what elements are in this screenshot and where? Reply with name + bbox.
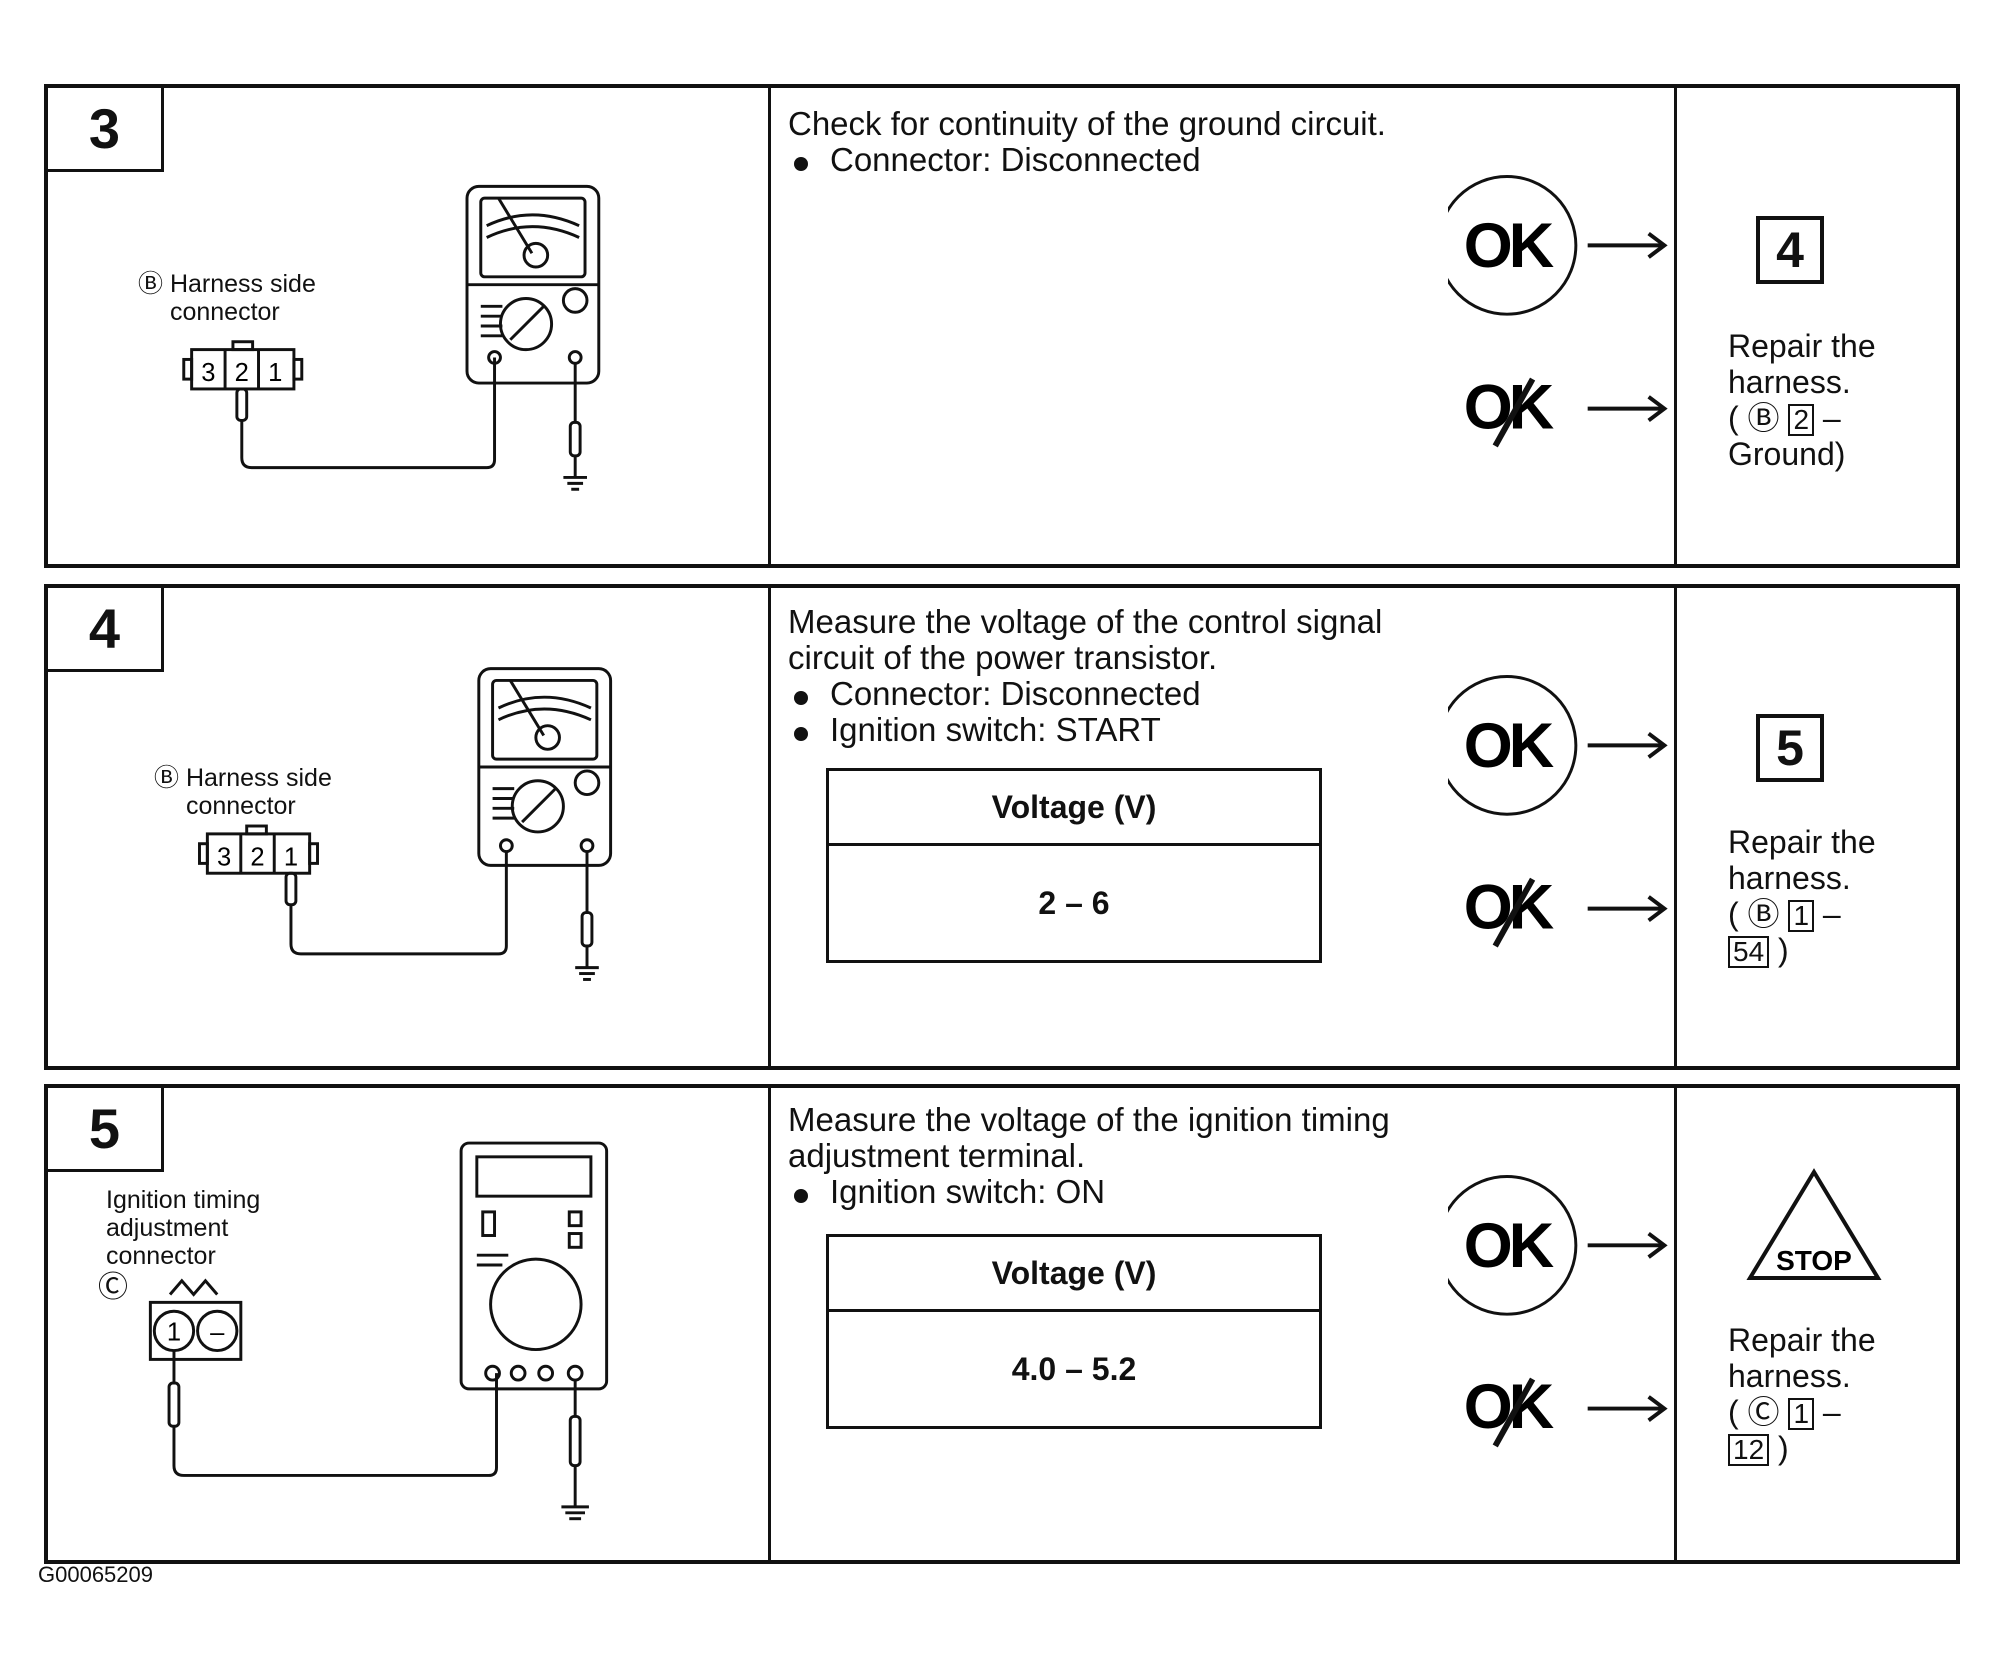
probe <box>284 851 508 956</box>
harness-connector-label: Ⓑ Harness side connector <box>138 270 340 326</box>
probe <box>235 357 497 470</box>
stop-sign-icon: STOP <box>1746 1168 1882 1280</box>
connector-letter: Ⓑ <box>154 764 180 792</box>
bullet-item: Connector: Disconnected <box>788 676 1468 712</box>
next-step-box: 5 <box>1756 714 1824 782</box>
bullet-icon <box>794 1189 808 1203</box>
pin-1: 1 <box>268 359 282 387</box>
ng-cross-icon <box>1492 377 1536 448</box>
column-divider <box>768 88 771 564</box>
pin-ref-box: 2 <box>1788 404 1815 436</box>
ok-label: OK <box>1464 1211 1554 1281</box>
bullet-item: Ignition switch: ON <box>788 1174 1468 1210</box>
column-divider <box>1674 588 1677 1066</box>
three-pin-connector <box>182 340 304 391</box>
instruction-block: Measure the voltage of the ignition timi… <box>788 1102 1468 1210</box>
instruction-text: Measure the voltage of the ignition timi… <box>788 1101 1390 1174</box>
two-pin-connector <box>148 1278 243 1361</box>
ok-badge-icon <box>1448 675 1578 816</box>
result-icons: OK OK <box>1448 675 1668 948</box>
voltage-table: Voltage (V) 2 – 6 <box>826 768 1322 963</box>
instruction-text: Measure the voltage of the control signa… <box>788 603 1383 676</box>
multimeter-diagram: 3 2 1 <box>198 667 613 981</box>
repair-instruction: Repair the harness. ( Ⓒ 1 – 12 ) <box>1728 1322 1876 1466</box>
column-divider <box>1674 1088 1677 1560</box>
pin-2: 2 <box>235 359 249 387</box>
three-pin-connector <box>198 824 319 875</box>
ok-label: OK <box>1464 711 1554 781</box>
pin-ref-box: 1 <box>1788 1398 1815 1430</box>
instruction-text: Check for continuity of the ground circu… <box>788 105 1386 142</box>
pin-3: 3 <box>201 359 215 387</box>
step-number: 3 <box>48 88 164 172</box>
step-number: 5 <box>48 1088 164 1172</box>
ng-label: OK <box>1464 372 1554 442</box>
bullet-item: Connector: Disconnected <box>788 142 1468 178</box>
column-divider <box>768 588 771 1066</box>
ng-label: OK <box>1464 872 1554 942</box>
pin-ref-box: 12 <box>1728 1434 1770 1466</box>
repair-instruction: Repair the harness. ( Ⓑ 2 – Ground) <box>1728 328 1876 472</box>
pin-1: 1 <box>167 1319 181 1347</box>
ok-badge-icon <box>1448 1175 1578 1316</box>
instruction-block: Measure the voltage of the control signa… <box>788 604 1468 748</box>
pin-ref-box: 1 <box>1788 900 1815 932</box>
document-id: G00065209 <box>38 1562 153 1587</box>
voltage-table-header: Voltage (V) <box>829 1237 1319 1312</box>
ng-cross-icon <box>1492 1377 1536 1448</box>
pin-minus: – <box>210 1319 225 1347</box>
probe <box>167 1350 498 1477</box>
connector-label: Ignition timing adjustment connector <box>106 1186 261 1270</box>
step-5-panel: 5 Ignition timing adjustment connector Ⓒ… <box>44 1084 1960 1564</box>
pin-ref-box: 54 <box>1728 936 1770 968</box>
voltage-table: Voltage (V) 4.0 – 5.2 <box>826 1234 1322 1429</box>
ng-label: OK <box>1464 1372 1554 1442</box>
voltage-table-value: 4.0 – 5.2 <box>1011 1350 1137 1387</box>
column-divider <box>768 1088 771 1560</box>
analog-multimeter <box>465 184 601 491</box>
digital-multimeter <box>459 1141 609 1521</box>
harness-label-text: Harness side connector <box>185 764 332 820</box>
bullet-icon <box>794 691 808 705</box>
ng-cross-icon <box>1492 877 1536 948</box>
connector-letter: Ⓒ <box>98 1271 128 1304</box>
multimeter-diagram: 1 – <box>148 1141 609 1521</box>
result-icons: OK OK <box>1448 175 1668 448</box>
analog-multimeter <box>477 667 613 981</box>
ok-badge-icon <box>1448 175 1578 316</box>
next-step-box: 4 <box>1756 216 1824 284</box>
pin-1: 1 <box>284 843 298 871</box>
repair-instruction: Repair the harness. ( Ⓑ 1 – 54 ) <box>1728 824 1876 968</box>
pin-3: 3 <box>217 843 231 871</box>
voltage-table-header: Voltage (V) <box>829 771 1319 846</box>
step-3-panel: 3 Ⓑ Harness side connector 3 2 1 <box>44 84 1960 568</box>
multimeter-diagram: 3 2 1 <box>182 184 601 491</box>
harness-label-text: Harness side connector <box>169 270 316 326</box>
step-4-panel: 4 Ⓑ Harness side connector 3 2 1 <box>44 584 1960 1070</box>
result-icons: OK OK <box>1448 1175 1668 1448</box>
connector-letter: Ⓑ <box>138 270 164 298</box>
bullet-icon <box>794 727 808 741</box>
bullet-item: Ignition switch: START <box>788 712 1468 748</box>
harness-connector-label: Ⓑ Harness side connector <box>154 764 356 820</box>
step-number: 4 <box>48 588 164 672</box>
pin-2: 2 <box>250 843 264 871</box>
instruction-block: Check for continuity of the ground circu… <box>788 106 1468 178</box>
ok-label: OK <box>1464 211 1554 281</box>
stop-label: STOP <box>1776 1245 1852 1276</box>
voltage-table-value: 2 – 6 <box>1038 884 1110 921</box>
bullet-icon <box>794 157 808 171</box>
column-divider <box>1674 88 1677 564</box>
